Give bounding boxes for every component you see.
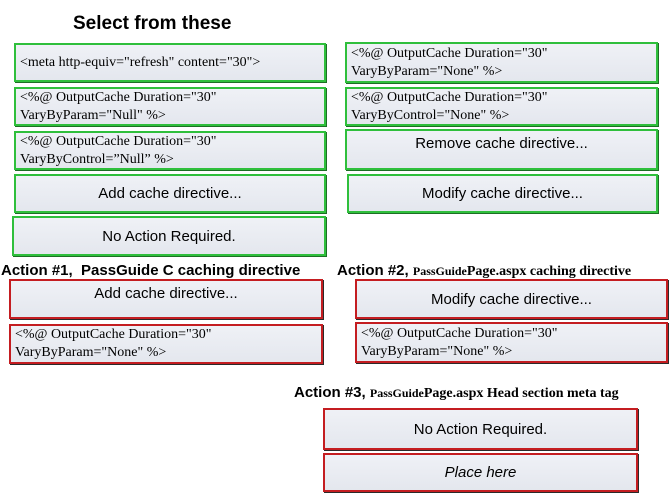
option-meta-refresh[interactable]: <meta http-equiv="refresh" content="30">	[14, 43, 326, 82]
page-title: Select from these	[73, 13, 232, 34]
action-3-prefix: Action #3,	[294, 384, 366, 401]
action-1-prefix: Action #1,	[1, 262, 73, 279]
option-no-action[interactable]: No Action Required.	[12, 216, 326, 256]
option-control-none[interactable]: <%@ OutputCache Duration="30" VaryByCont…	[345, 87, 658, 126]
action-3-slot-1[interactable]: No Action Required.	[323, 408, 638, 450]
action-2-small: PassGuide	[412, 264, 467, 278]
action-2-slot-2[interactable]: <%@ OutputCache Duration="30" VaryByPara…	[355, 322, 668, 363]
action-2-prefix: Action #2,	[337, 262, 409, 279]
action-3-heading: Action #3, PassGuidePage.aspx Head secti…	[294, 384, 619, 402]
option-modify-directive[interactable]: Modify cache directive...	[347, 174, 658, 213]
action-3-name: Page.aspx Head section meta tag	[423, 386, 619, 401]
action-3-slot-2[interactable]: Place here	[323, 453, 638, 492]
action-3-small: PassGuide	[369, 386, 424, 400]
option-add-directive[interactable]: Add cache directive...	[14, 174, 326, 213]
action-2-slot-1[interactable]: Modify cache directive...	[355, 279, 668, 319]
action-2-name: Page.aspx caching directive	[466, 264, 632, 279]
option-param-none[interactable]: <%@ OutputCache Duration="30" VaryByPara…	[345, 42, 658, 83]
action-2-heading: Action #2, PassGuidePage.aspx caching di…	[337, 262, 631, 280]
option-param-null[interactable]: <%@ OutputCache Duration="30" VaryByPara…	[14, 87, 326, 126]
option-remove-directive[interactable]: Remove cache directive...	[345, 129, 658, 170]
option-control-null[interactable]: <%@ OutputCache Duration="30" VaryByCont…	[14, 131, 326, 170]
action-1-name: PassGuide C caching directive	[81, 262, 301, 279]
action-1-slot-2[interactable]: <%@ OutputCache Duration="30" VaryByPara…	[9, 324, 323, 364]
action-1-slot-1[interactable]: Add cache directive...	[9, 279, 323, 319]
action-1-heading: Action #1, PassGuide C caching directive	[1, 262, 300, 279]
